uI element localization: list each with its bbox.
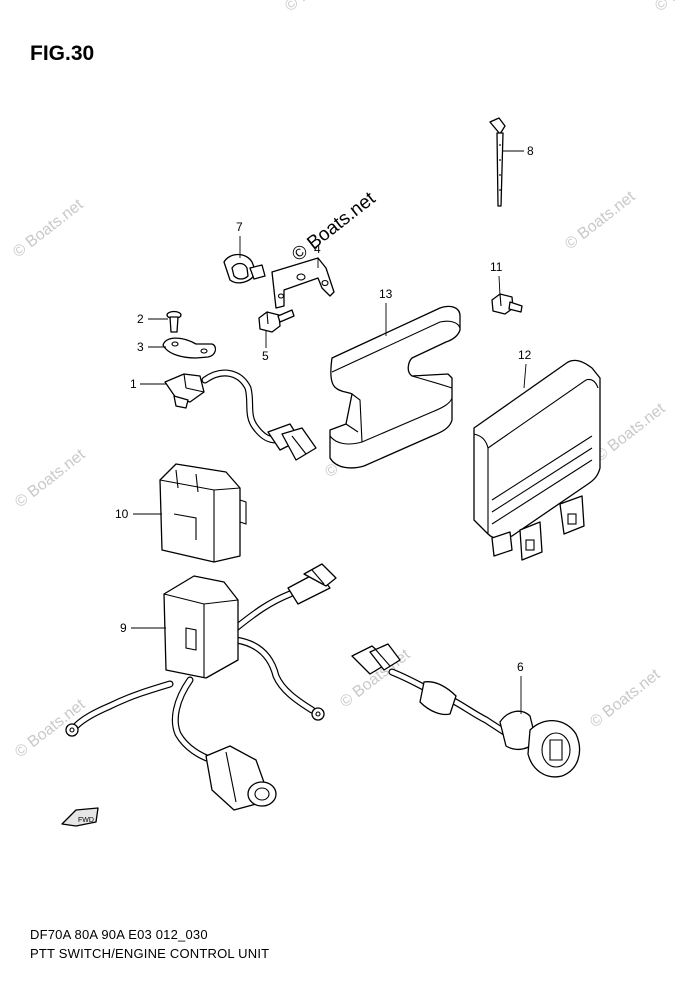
callout-6: 6 — [517, 660, 524, 674]
fwd-arrow-icon: FWD — [61, 807, 99, 827]
part-5-bolt — [258, 309, 295, 333]
part-13-cover — [329, 305, 461, 469]
watermark-main: © Boats.net — [288, 188, 380, 266]
callout-11: 11 — [490, 260, 503, 274]
callout-3: 3 — [137, 340, 144, 354]
part-6-ptt-switch — [351, 643, 581, 778]
part-10-relay — [159, 463, 247, 563]
watermark: © Boats.net — [282, 0, 359, 15]
callout-9: 9 — [120, 621, 127, 635]
callout-10: 10 — [115, 507, 129, 521]
callout-13: 13 — [379, 287, 393, 301]
part-11-bolt — [491, 293, 523, 315]
part-1-trim-sensor — [164, 369, 317, 461]
footer-model-code: DF70A 80A 90A E03 012_030 — [30, 927, 208, 942]
watermark: © Boats.net — [12, 446, 89, 511]
callout-1: 1 — [130, 377, 137, 391]
callout-7: 7 — [236, 220, 243, 234]
fwd-label: FWD — [78, 817, 94, 824]
watermark: © Boats.net — [652, 0, 696, 15]
watermark: © Boats.net — [562, 188, 639, 253]
callout-2: 2 — [137, 312, 144, 326]
figure-title: FIG.30 — [30, 42, 95, 65]
part-2-screw — [166, 310, 182, 333]
callout-12: 12 — [518, 348, 532, 362]
watermark: © Boats.net — [10, 196, 87, 261]
callouts: 8 7 4 11 13 2 3 5 12 1 10 9 6 — [115, 144, 534, 714]
part-3-plate — [162, 337, 217, 359]
watermark: © Boats.net — [592, 400, 669, 465]
part-9-harness — [65, 563, 337, 811]
callout-8: 8 — [527, 144, 534, 158]
callout-5: 5 — [262, 349, 269, 363]
callout-4: 4 — [314, 242, 321, 256]
part-8-cable-tie — [489, 117, 506, 207]
footer-section-title: PTT SWITCH/ENGINE CONTROL UNIT — [30, 946, 270, 961]
watermark: © Boats.net — [587, 666, 664, 731]
part-7-clamp — [223, 253, 266, 284]
part-12-ecu — [473, 359, 601, 561]
part-4-bracket — [271, 257, 335, 309]
